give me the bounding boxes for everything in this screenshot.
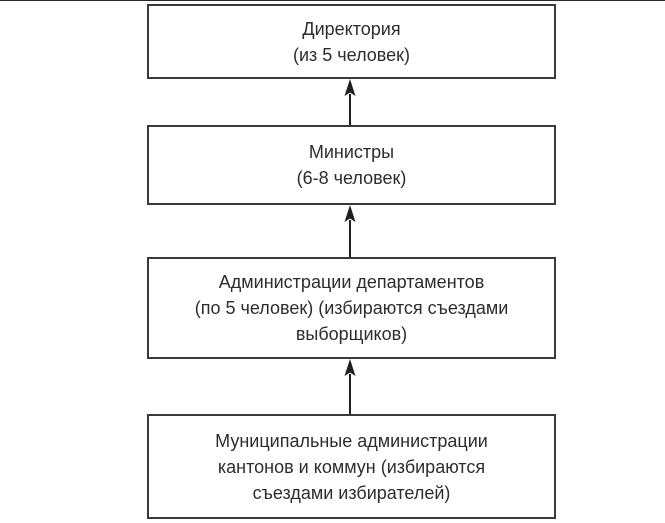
node-municipalnye-administracii-label: Муниципальные администрации кантонов и к… — [215, 430, 488, 503]
node-direktoriya[interactable]: Директория (из 5 человек) — [147, 4, 556, 79]
node-administracii-departamentov[interactable]: Администрации департаментов (по 5 челове… — [147, 257, 556, 359]
node-ministry[interactable]: Министры (6-8 человек) — [147, 125, 556, 205]
node-municipalnye-administracii[interactable]: Муниципальные администрации кантонов и к… — [147, 414, 556, 519]
top-divider-rule — [0, 0, 665, 1]
node-ministry-label: Министры (6-8 человек) — [296, 142, 407, 188]
node-direktoriya-label: Директория (из 5 человек) — [292, 18, 411, 65]
arrow-ministers-to-directory-icon — [341, 79, 359, 125]
node-administracii-departamentov-label: Администрации департаментов (по 5 челове… — [194, 272, 509, 344]
arrow-departments-to-ministers-icon — [341, 205, 359, 257]
arrow-municipal-to-departments-icon — [341, 359, 359, 414]
